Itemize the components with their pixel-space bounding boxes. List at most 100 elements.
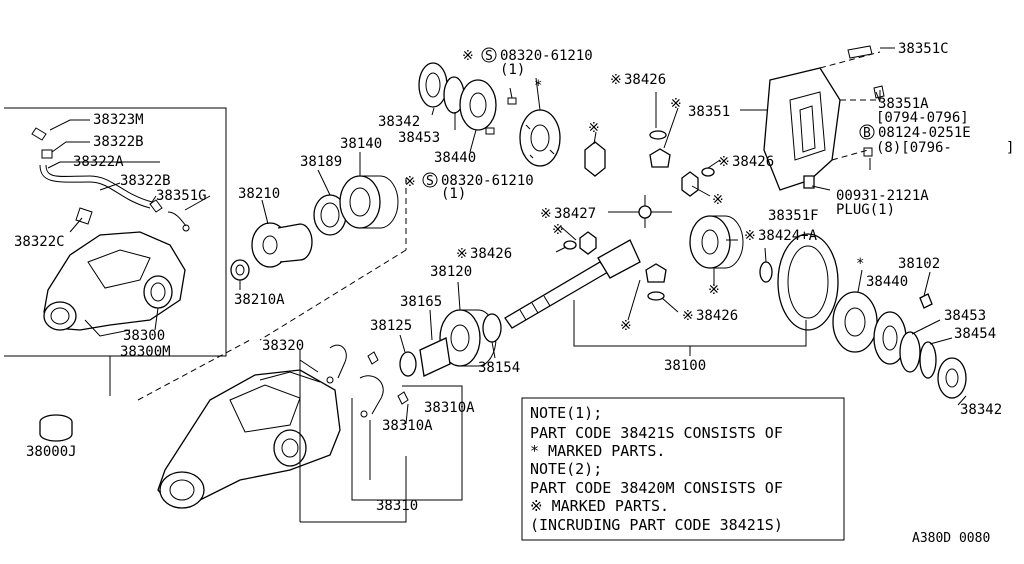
b-mark: B: [863, 126, 871, 141]
label-38140: 38140: [340, 136, 382, 152]
kome-mark-10: ※: [456, 246, 468, 262]
note-line-4: NOTE(2);: [530, 460, 602, 478]
drive-pinion-shaft: [504, 239, 641, 329]
note-line-3: * MARKED PARTS.: [530, 442, 665, 460]
label-38453-right: 38453: [944, 308, 986, 324]
label-38189: 38189: [300, 154, 342, 170]
note-text: NOTE(1); PART CODE 38421S CONSISTS OF * …: [530, 404, 783, 534]
kome-mark-3: ※: [588, 120, 600, 136]
note-line-1: NOTE(1);: [530, 404, 602, 422]
mounting-brackets: [326, 344, 409, 418]
note-line-2: PART CODE 38421S CONSISTS OF: [530, 424, 783, 442]
label-00931-plug: PLUG(1): [836, 202, 895, 218]
note-line-6: ※ MARKED PARTS.: [530, 497, 669, 515]
label-38120: 38120: [430, 264, 472, 280]
label-08320-mid: 08320-61210: [441, 173, 534, 189]
bracket-end: ]: [1006, 140, 1014, 156]
figure-code: A380D 0080: [912, 531, 990, 546]
label-38154: 38154: [478, 360, 520, 376]
kome-mark-14: ※: [620, 318, 632, 334]
label-08320-top: 08320-61210: [500, 48, 593, 64]
kome-mark-6: ※: [718, 154, 730, 170]
label-08124-qty: (8)[0796-: [876, 140, 952, 156]
part-number-labels: 38323M 38322B 38322A 38322B 38351G 38322…: [14, 41, 1014, 514]
ring-gear: [777, 233, 839, 331]
label-38000J: 38000J: [26, 444, 77, 460]
kome-mark-4: ※: [610, 72, 622, 88]
label-38351F: 38351F: [768, 208, 819, 224]
kome-mark-8: ※: [540, 206, 552, 222]
rear-cover: [763, 45, 885, 191]
kome-mark-5: ※: [670, 96, 682, 112]
label-08320-top-qty: (1): [500, 62, 525, 78]
label-08124: 08124-0251E: [878, 125, 971, 141]
asterisk-mark-2: *: [856, 256, 864, 272]
label-38322B-b: 38322B: [120, 173, 171, 189]
label-38351A: 38351A: [878, 96, 929, 112]
label-38351C: 38351C: [898, 41, 949, 57]
note-line-5: PART CODE 38420M CONSISTS OF: [530, 479, 783, 497]
note-box: [521, 397, 845, 541]
kome-mark-2: ※: [404, 174, 416, 190]
label-38210: 38210: [238, 186, 280, 202]
label-38351G: 38351G: [156, 188, 207, 204]
label-08320-mid-qty: (1): [441, 186, 466, 202]
label-38342-right: 38342: [960, 402, 1002, 418]
label-38210A: 38210A: [234, 292, 285, 308]
circle-s-1: [481, 47, 497, 63]
label-38351A-range: [0794-0796]: [876, 110, 969, 126]
circle-s-2: [422, 172, 438, 188]
companion-flange: [230, 222, 313, 281]
kome-mark-1: ※: [462, 48, 474, 64]
label-38102: 38102: [898, 256, 940, 272]
label-38440-top: 38440: [434, 150, 476, 166]
breather-hose-assembly: [31, 127, 190, 232]
label-38453-top: 38453: [398, 130, 440, 146]
label-38322C: 38322C: [14, 234, 65, 250]
kome-mark-13: ※: [682, 308, 694, 324]
label-38165: 38165: [400, 294, 442, 310]
label-38322B-a: 38322B: [93, 134, 144, 150]
kome-mark-11: ※: [744, 228, 756, 244]
label-38300: 38300: [123, 328, 165, 344]
label-38427: 38427: [554, 206, 596, 222]
label-38426-b: 38426: [732, 154, 774, 170]
pinion-gears: [563, 130, 715, 301]
label-38454: 38454: [954, 326, 996, 342]
label-38125: 38125: [370, 318, 412, 334]
s-mark-2: S: [426, 174, 434, 189]
pinion-cross-shaft: [618, 195, 672, 228]
kome-mark-9: ※: [552, 222, 564, 238]
assembly-dash-outline: [137, 178, 407, 401]
circle-b: [859, 124, 875, 140]
label-38426-a: 38426: [624, 72, 666, 88]
label-38300M: 38300M: [120, 344, 171, 360]
label-38440-right: 38440: [866, 274, 908, 290]
diff-carrier-housing-small: [43, 231, 186, 337]
side-gear: [689, 215, 773, 283]
kome-mark-7: ※: [712, 192, 724, 208]
asterisk-mark-1: *: [534, 78, 542, 94]
label-00931: 00931-2121A: [836, 188, 929, 204]
label-38351: 38351: [688, 104, 730, 120]
drain-cap-38000J: [39, 414, 73, 442]
label-38310A-b: 38310A: [382, 418, 433, 434]
label-38100: 38100: [664, 358, 706, 374]
side-bearing-set-right: [832, 291, 967, 399]
label-38310A-a: 38310A: [424, 400, 475, 416]
label-38323M: 38323M: [93, 112, 144, 128]
label-38342-top: 38342: [378, 114, 420, 130]
inset-frame: [4, 107, 227, 357]
pinion-seal-bearing: [313, 175, 399, 236]
s-mark-1: S: [485, 49, 493, 64]
leader-lines: [47, 47, 967, 523]
side-bearing-set-top: [418, 62, 517, 135]
kome-mark-12: ※: [708, 282, 720, 298]
label-38310: 38310: [376, 498, 418, 514]
differential-case: [519, 109, 561, 167]
label-38426-d: 38426: [696, 308, 738, 324]
label-38322A: 38322A: [73, 154, 124, 170]
label-38426-c: 38426: [470, 246, 512, 262]
